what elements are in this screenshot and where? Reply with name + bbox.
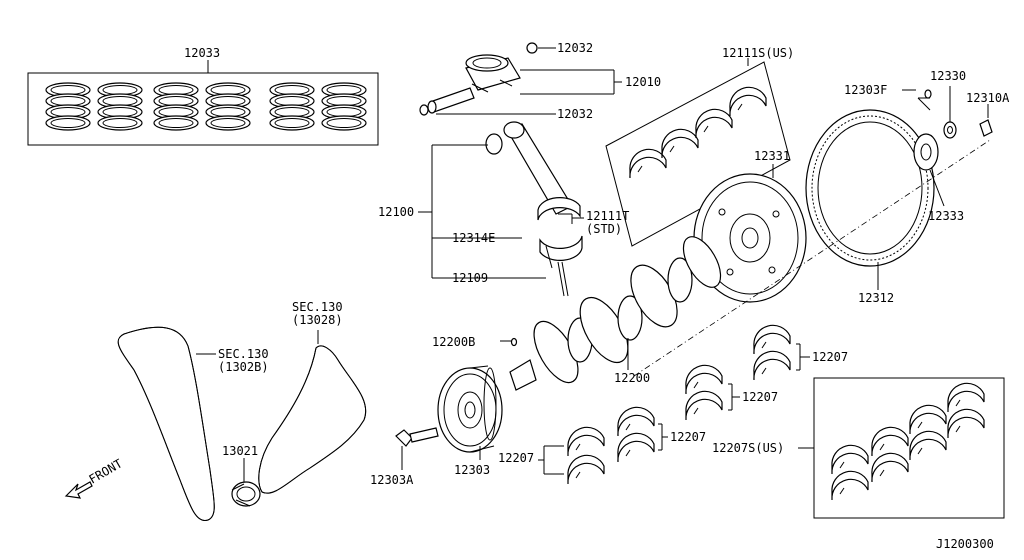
piston-group xyxy=(419,42,622,116)
label-flywheel-bolt: 12310A xyxy=(966,91,1010,105)
label-reinforcement-plate: 12333 xyxy=(928,209,964,223)
main-bearings-group xyxy=(538,324,810,485)
rear-hardware-group xyxy=(633,86,993,377)
label-conrod-assy: 12100 xyxy=(378,205,414,219)
label-pulley: 12303 xyxy=(454,463,490,477)
label-pulley-bolt: 12303A xyxy=(370,473,414,487)
label-main-bearing-2: 12207 xyxy=(742,390,778,404)
label-conrod-bearing-std: (STD) xyxy=(586,222,622,236)
label-flywheel: 12312 xyxy=(858,291,894,305)
timing-chain-group xyxy=(258,330,367,494)
label-piston: 12010 xyxy=(625,75,661,89)
chain-guide-group xyxy=(117,326,216,521)
label-main-bearing-4: 12207 xyxy=(498,451,534,465)
label-conrod-nut: 12109 xyxy=(452,271,488,285)
label-piston-clip-top: 12032 xyxy=(557,41,593,55)
label-rings: 12033 xyxy=(184,46,220,60)
crankshaft-group xyxy=(500,236,722,391)
label-sec130-chain: SEC.130 xyxy=(292,300,343,314)
label-sec130-chain-code: (13028) xyxy=(292,313,343,327)
pulley-bolt-group xyxy=(395,427,439,470)
label-piston-clip-bottom: 12032 xyxy=(557,107,593,121)
conrod-bearings-us-group xyxy=(605,58,791,247)
label-main-bearing-3: 12207 xyxy=(670,430,706,444)
label-main-bearing-us: 12207S(US) xyxy=(712,441,784,455)
rings-box xyxy=(27,72,379,146)
piston-rings-group xyxy=(27,60,379,146)
sprocket-group xyxy=(231,458,261,507)
label-pilot-bushing: 12330 xyxy=(930,69,966,83)
main-bearings-us-group xyxy=(798,377,1005,519)
label-flywheel-bolt-dowel: 12303F xyxy=(844,83,887,97)
front-arrow: FRONT xyxy=(64,456,125,499)
label-main-bearing-1: 12207 xyxy=(812,350,848,364)
label-sec130-guide: SEC.130 xyxy=(218,347,269,361)
pulley-group xyxy=(437,365,503,460)
diagram-id: J1200300 xyxy=(936,537,994,551)
label-crank-key: 12200B xyxy=(432,335,475,349)
label-drive-plate: 12331 xyxy=(754,149,790,163)
label-conrod-bolt: 12314E xyxy=(452,231,495,245)
label-sec130-guide-code: (1302B) xyxy=(218,360,269,374)
label-conrod-bearing: 12111T xyxy=(586,209,629,223)
connecting-rod-group xyxy=(418,121,584,297)
label-conrod-bearing-us: 12111S(US) xyxy=(722,46,794,60)
label-sprocket: 13021 xyxy=(222,444,258,458)
label-crankshaft: 12200 xyxy=(614,371,650,385)
flywheel-group xyxy=(805,109,935,290)
label-front: FRONT xyxy=(87,456,125,486)
